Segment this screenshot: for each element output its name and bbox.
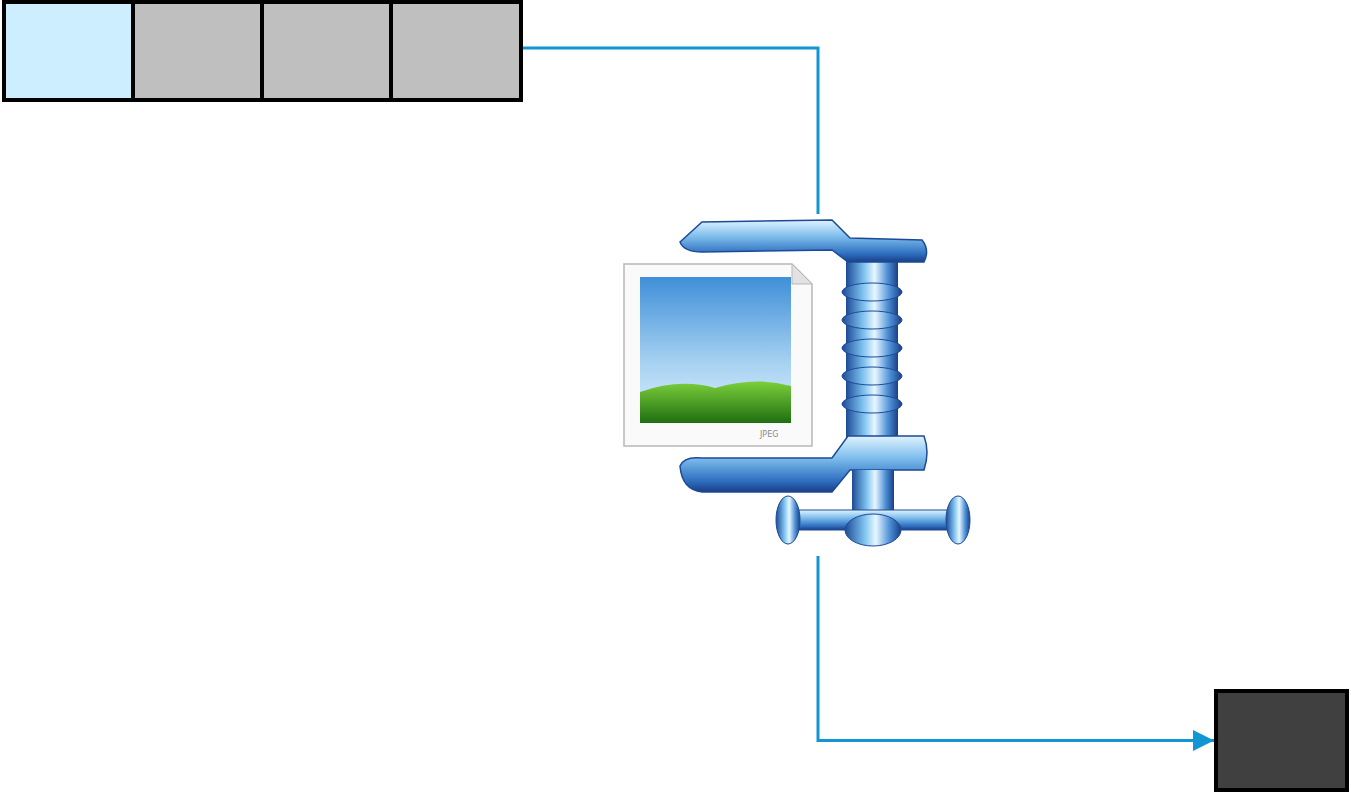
illustration-backdrop <box>612 214 978 556</box>
photo-sky <box>640 277 791 423</box>
image-file-page <box>624 264 812 446</box>
flow-connector <box>523 48 1214 741</box>
data-block <box>389 0 523 102</box>
clamp-top-jaw <box>680 220 927 262</box>
screw-threads <box>842 283 902 413</box>
clamp-handle-knob <box>776 496 800 544</box>
file-type-label: JPEG <box>760 430 778 439</box>
compressed-block <box>1214 689 1349 792</box>
highlighted-block <box>2 0 135 102</box>
clamp-handle-knob <box>946 496 970 544</box>
page-fold <box>792 264 812 284</box>
clamp-handle-hub <box>845 514 901 546</box>
data-block <box>260 0 393 102</box>
photo-grass <box>640 381 791 423</box>
data-block <box>131 0 264 102</box>
